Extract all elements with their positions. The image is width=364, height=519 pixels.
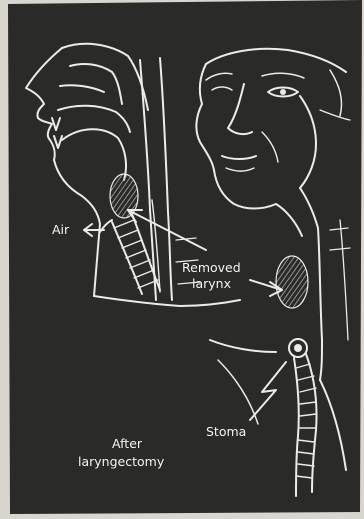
dark-plate bbox=[8, 0, 362, 514]
stoma-center bbox=[294, 344, 302, 352]
label-air: Air bbox=[52, 222, 70, 237]
removed-larynx-left-hatch bbox=[110, 174, 138, 218]
removed-larynx-right-hatch bbox=[276, 256, 308, 308]
label-larynx: larynx bbox=[192, 276, 231, 291]
pupil-right bbox=[280, 89, 286, 95]
label-after: After bbox=[112, 436, 143, 451]
label-stoma: Stoma bbox=[206, 424, 246, 439]
label-removed: Removed bbox=[182, 260, 241, 275]
label-laryngectomy: laryngectomy bbox=[78, 454, 165, 469]
